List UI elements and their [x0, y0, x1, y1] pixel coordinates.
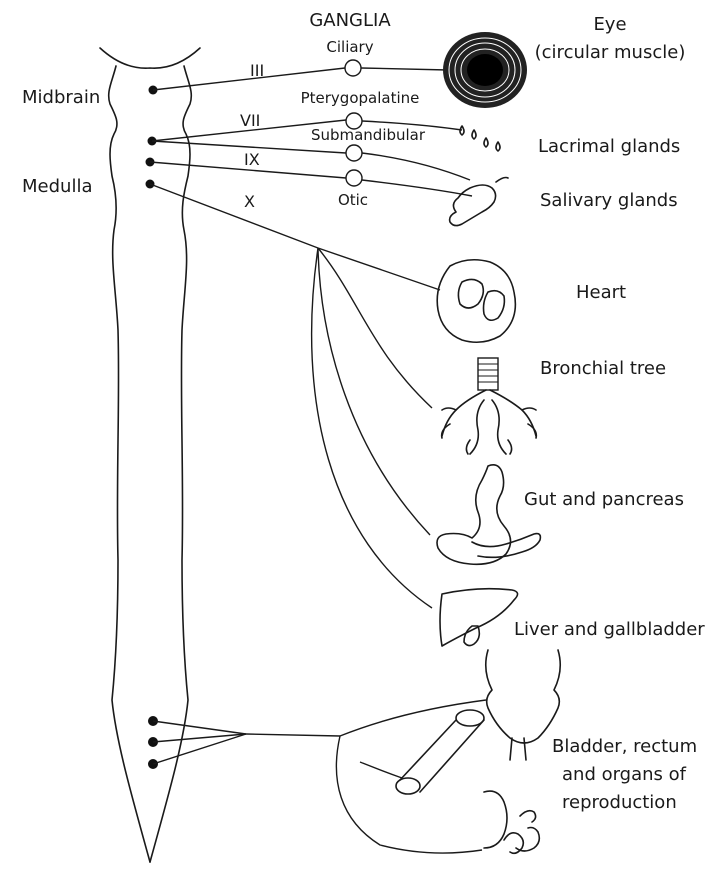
salivary-label: Salivary glands [540, 190, 678, 211]
eye-label: Eye [593, 14, 626, 35]
bladder-icon [486, 650, 561, 760]
pelvic-label-line2: and organs of [562, 764, 687, 785]
ciliary-label: Ciliary [326, 38, 373, 56]
liver-gallbladder-icon [440, 589, 518, 646]
pelvic-label-line3: reproduction [562, 792, 677, 813]
medulla-label: Medulla [22, 176, 92, 197]
nerve-x-label: X [244, 192, 255, 211]
submandibular-label: Submandibular [311, 126, 426, 144]
lacrimal-label: Lacrimal glands [538, 136, 680, 157]
pterygopalatine-label: Pterygopalatine [301, 89, 420, 107]
otic-ganglion [346, 170, 362, 186]
lacrimal-drops-icon [460, 126, 500, 151]
eye-icon [443, 32, 527, 108]
otic-label: Otic [338, 191, 368, 209]
ganglia-title: GANGLIA [309, 10, 391, 31]
rectum-icon [396, 710, 484, 794]
gut-pancreas-icon [437, 465, 540, 564]
pelvic-label-line1: Bladder, rectum [552, 736, 697, 757]
nerve-ix-label: IX [244, 150, 260, 169]
submandibular-ganglion [346, 145, 362, 161]
nerve-iii-label: III [250, 61, 264, 80]
heart-label: Heart [576, 282, 626, 303]
nerve-vii-label: VII [240, 111, 260, 130]
cranial-nerve-fibers [150, 68, 472, 608]
reproductive-organs-icon [484, 791, 539, 853]
bronchial-tree-icon [442, 358, 537, 454]
gut-label: Gut and pancreas [524, 489, 684, 510]
midbrain-label: Midbrain [22, 87, 100, 108]
liver-label: Liver and gallbladder [514, 619, 705, 640]
sacral-nerve-fibers [153, 700, 486, 853]
ciliary-ganglion [345, 60, 361, 76]
heart-icon [437, 260, 515, 343]
eye-sublabel: (circular muscle) [535, 42, 686, 63]
salivary-gland-icon [450, 178, 508, 226]
bronchial-label: Bronchial tree [540, 358, 666, 379]
